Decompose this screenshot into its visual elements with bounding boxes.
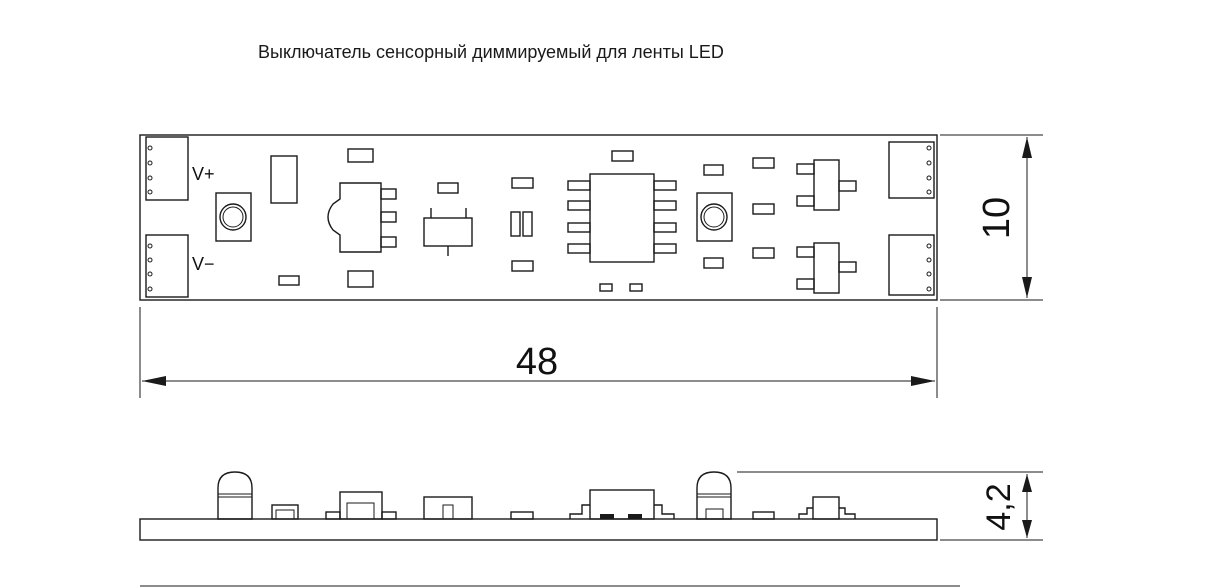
label-v-minus: V− [192, 254, 215, 274]
resistor [522, 211, 533, 237]
pcb-side [139, 518, 938, 541]
smd-part [752, 157, 775, 169]
connector-right-top [888, 141, 935, 199]
smd-part [703, 257, 724, 269]
regulator-side [325, 491, 397, 520]
mosfet-bottom [796, 242, 857, 294]
smd-part [347, 270, 374, 288]
pcb-outline [139, 134, 938, 301]
led-right-side [696, 471, 732, 520]
voltage-regulator [327, 182, 397, 253]
dimension-length: 48 [139, 307, 938, 398]
mosfet-side [798, 496, 856, 520]
smd-side [271, 504, 299, 520]
smd-part [347, 148, 374, 163]
dimension-width-value: 10 [976, 197, 1018, 239]
smd-part [611, 150, 634, 162]
smd-part [629, 283, 643, 292]
connector-right-bottom [888, 234, 935, 296]
smd-part [703, 164, 724, 176]
resistor-side [510, 511, 534, 520]
microcontroller-chip [567, 173, 677, 263]
chip-side [569, 489, 675, 520]
mosfet-top [796, 159, 857, 211]
touch-led-left [215, 192, 252, 242]
led-left-side [217, 471, 253, 520]
smd-part [278, 275, 300, 286]
smd-part [752, 203, 775, 215]
connector-v-plus [145, 136, 189, 201]
top-view: V+ V− [139, 134, 938, 301]
transistor-side [423, 496, 473, 520]
smd-part [752, 247, 775, 259]
touch-led-right [696, 192, 733, 242]
drawing-title: Выключатель сенсорный диммируемый для ле… [258, 42, 724, 62]
dimension-width: 10 [940, 134, 1043, 301]
smd-part [599, 283, 613, 292]
dimension-height-value: 4,2 [980, 483, 1018, 530]
transistor-left [423, 182, 473, 256]
resistor [511, 177, 534, 189]
side-view [139, 471, 938, 541]
label-v-plus: V+ [192, 164, 215, 184]
resistor [510, 211, 521, 237]
fuse-component [270, 155, 298, 204]
connector-v-minus [145, 234, 189, 298]
resistor [511, 260, 534, 272]
resistor-side [752, 511, 775, 520]
dimension-height: 4,2 [737, 471, 1043, 541]
dimension-length-value: 48 [516, 341, 558, 383]
